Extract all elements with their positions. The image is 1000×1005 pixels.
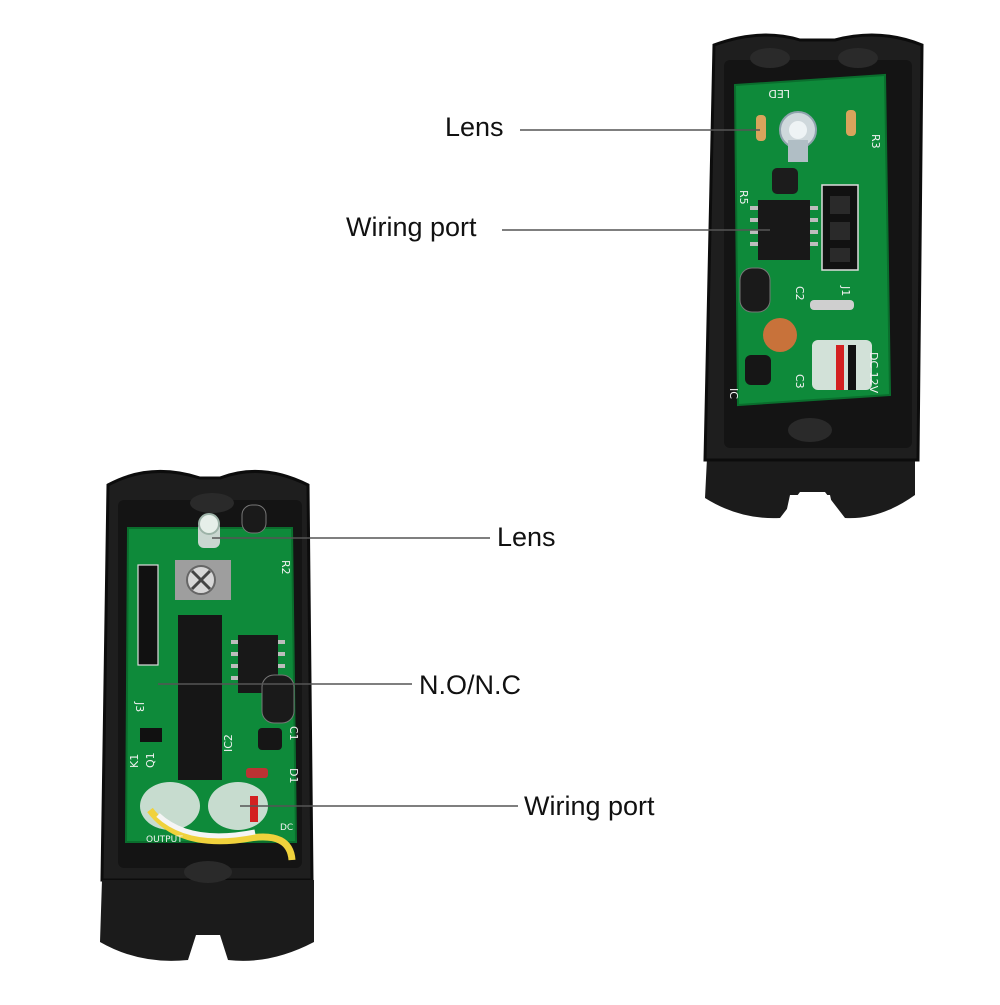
- capacitor-icon: [739, 267, 771, 313]
- silk-r5: R5: [737, 190, 750, 205]
- resistor-icon: [756, 115, 766, 141]
- receiver-screw-hole-top: [838, 48, 878, 68]
- transmitter-screw-hole-bottom: [184, 861, 232, 883]
- silk-q1: Q1: [144, 752, 157, 768]
- diode-icon: [810, 300, 854, 310]
- transistor-icon: [745, 355, 771, 385]
- resistor-icon: [846, 110, 856, 136]
- silk-c1: C1: [287, 726, 300, 741]
- silk-dc: DC 12V: [867, 352, 880, 394]
- jumper-header: [821, 184, 859, 271]
- silk-c2: C2: [793, 286, 806, 301]
- jumper-header: [137, 564, 159, 666]
- silk-led: LED: [768, 87, 790, 100]
- silk-j1: J1: [839, 285, 852, 296]
- transistor-icon: [140, 728, 162, 742]
- ir-receiver-icon: [175, 560, 231, 600]
- silk-dc: DC: [280, 823, 293, 833]
- transmitter-unit: R2 J3 Q1 K1 IC2 C1 D1 OUTPUT DC: [100, 469, 314, 962]
- callout-receiver-wiring-port: Wiring port: [346, 212, 477, 242]
- silk-r2: R2: [279, 560, 292, 575]
- relay-icon: [178, 615, 222, 780]
- transmitter-screw-hole-top: [190, 493, 234, 513]
- receiver-unit: LED R3 R5 C2 J1 C3 IC DC 12V: [703, 33, 924, 519]
- transmitter-housing-base: [100, 880, 314, 961]
- lens-icon: [779, 111, 817, 162]
- terminal-icon: [812, 340, 872, 390]
- callout-transmitter-lens: Lens: [497, 522, 556, 552]
- silk-r3: R3: [869, 134, 882, 149]
- silk-j3: J3: [133, 701, 146, 712]
- receiver-screw-hole-top: [750, 48, 790, 68]
- diode-icon: [246, 768, 268, 778]
- callout-transmitter-mode: N.O/N.C: [419, 670, 522, 700]
- ceramic-capacitor-icon: [763, 318, 797, 352]
- silk-c3: C3: [793, 374, 806, 389]
- transmitter-mount-slot: [192, 935, 224, 962]
- silk-k1: K1: [128, 754, 141, 768]
- transistor-icon: [258, 728, 282, 750]
- wire-icon: [147, 807, 296, 861]
- capacitor-icon: [261, 674, 295, 724]
- silk-output: OUTPUT: [146, 835, 183, 845]
- leader-lines: [158, 129, 770, 807]
- callout-receiver-lens: Lens: [445, 112, 504, 142]
- receiver-mount-slot: [785, 495, 835, 518]
- silk-ic2: IC2: [222, 734, 235, 752]
- silk-ic: IC: [727, 388, 740, 399]
- lens-icon: [198, 513, 220, 548]
- capacitor-icon: [241, 504, 267, 534]
- callout-transmitter-wiring-port: Wiring port: [524, 791, 655, 821]
- receiver-screw-hole-bottom: [788, 418, 832, 442]
- silk-d1: D1: [287, 768, 300, 783]
